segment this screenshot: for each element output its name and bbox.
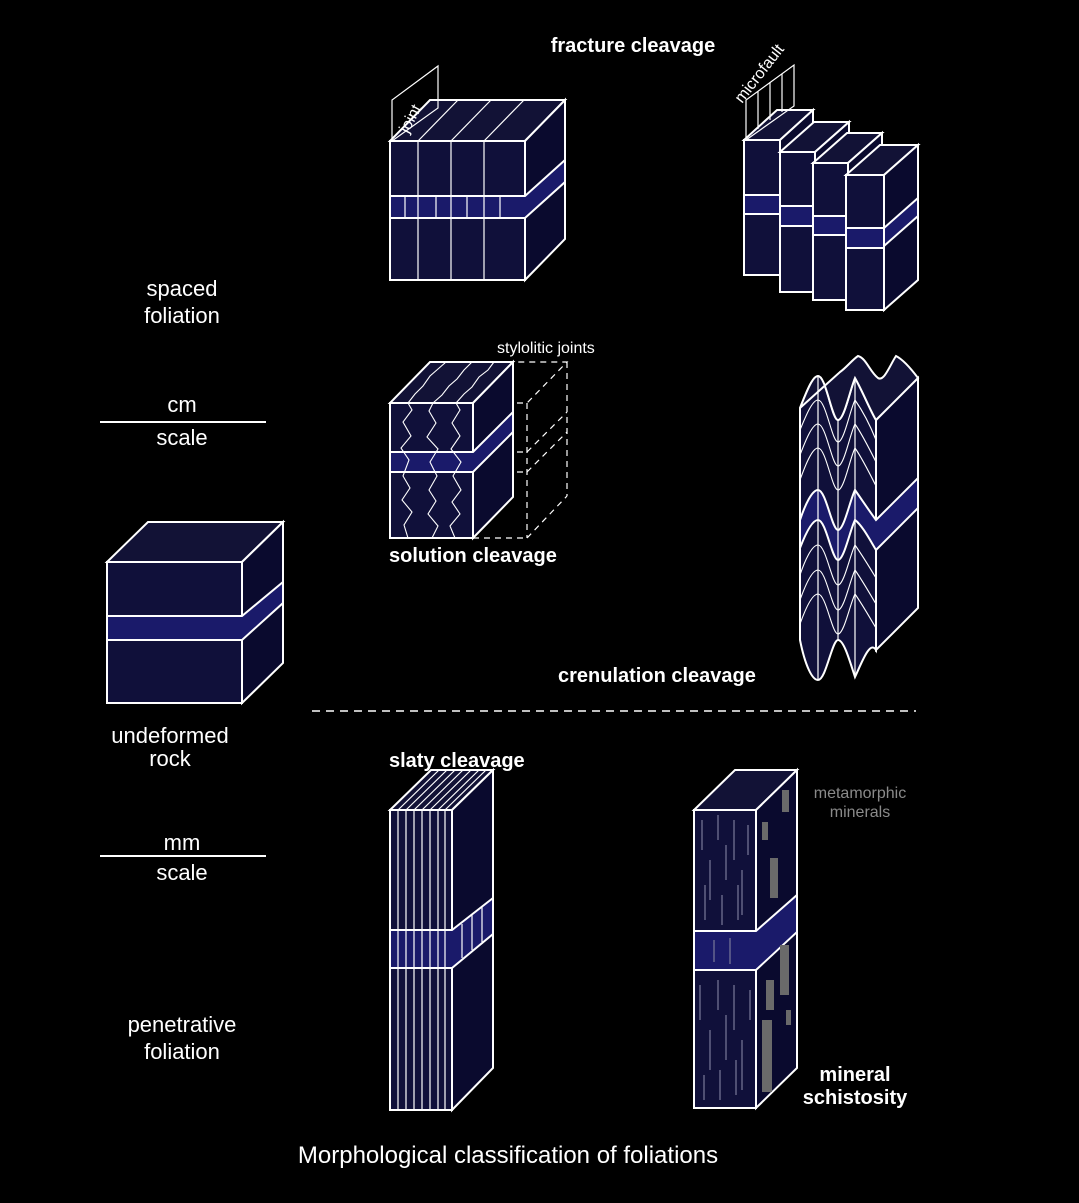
cm-label: cm: [167, 392, 196, 417]
undeformed-rock-block: [104, 519, 286, 706]
solution-cleavage-label: solution cleavage: [389, 545, 557, 567]
metamorphic-minerals-label-line2: minerals: [830, 804, 890, 821]
mm-scale-label: scale: [156, 860, 207, 885]
microfault-label: microfault: [732, 41, 788, 107]
mineral-schistosity-label-line2: schistosity: [803, 1087, 908, 1109]
caption: Morphological classification of foliatio…: [298, 1142, 718, 1169]
mm-label: mm: [164, 830, 201, 855]
jointed-block: [387, 64, 568, 283]
spaced-foliation-label-line2: foliation: [144, 303, 220, 328]
cm-scale-label: scale: [156, 425, 207, 450]
crenulation-cleavage-label: crenulation cleavage: [558, 665, 756, 687]
undeformed-rock-label-line1: undeformed: [111, 723, 228, 748]
crenulation-cleavage-block: [799, 354, 920, 682]
microfaulted-blocks: [741, 63, 921, 313]
spaced-foliation-label-line1: spaced: [147, 276, 218, 301]
mineral-schistosity-block: [691, 767, 800, 1111]
slaty-cleavage-block: [387, 767, 496, 1113]
fracture-cleavage-title: fracture cleavage: [551, 35, 716, 57]
penetrative-foliation-label-line1: penetrative: [128, 1012, 237, 1037]
undeformed-rock-label-line2: rock: [149, 746, 192, 771]
slaty-cleavage-label: slaty cleavage: [389, 750, 525, 772]
penetrative-foliation-label-line2: foliation: [144, 1039, 220, 1064]
solution-cleavage-block: [387, 359, 569, 541]
mineral-schistosity-label-line1: mineral: [819, 1064, 890, 1086]
stylolitic-joints-label: stylolitic joints: [497, 340, 595, 357]
metamorphic-minerals-label-line1: metamorphic: [814, 785, 906, 802]
